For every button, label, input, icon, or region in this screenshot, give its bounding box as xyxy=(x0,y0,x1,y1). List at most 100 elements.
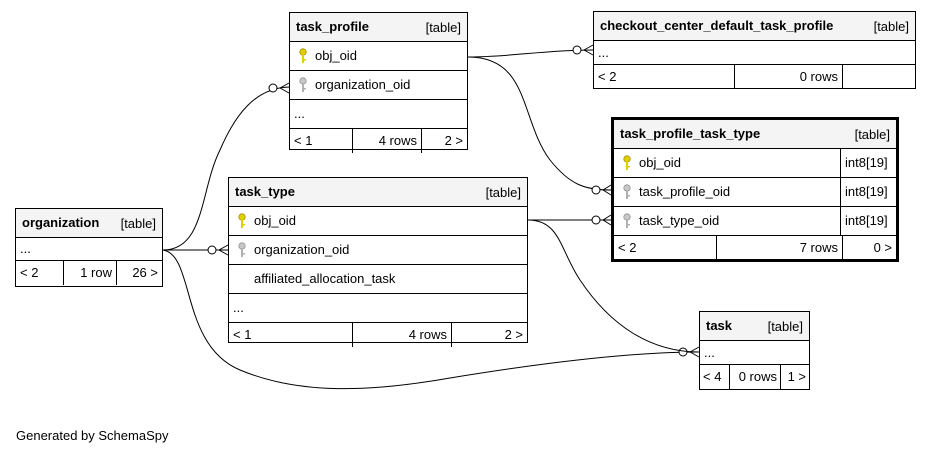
children-cell[interactable]: 2 > xyxy=(451,323,527,347)
rows-cell: 7 rows xyxy=(716,236,842,260)
table-kind: [table] xyxy=(873,19,909,34)
key-icon xyxy=(299,77,307,92)
rows-cell: 0 rows xyxy=(734,65,842,89)
table-kind: [table] xyxy=(485,185,521,200)
column-name: obj_oid xyxy=(315,48,357,63)
column-type: int8[19] xyxy=(845,213,888,228)
children-cell[interactable]: 26 > xyxy=(116,261,162,285)
more-columns: ... xyxy=(598,45,609,60)
parents-cell[interactable]: < 2 xyxy=(16,261,63,285)
parents-cell[interactable]: < 1 xyxy=(290,129,352,153)
table-checkout-center-default-task-profile[interactable]: checkout_center_default_task_profile [ta… xyxy=(593,11,916,89)
column-row: organization_oid xyxy=(290,71,467,100)
column-name: task_type_oid xyxy=(639,213,720,228)
key-icon xyxy=(623,213,631,228)
column-row: obj_oid xyxy=(229,207,527,236)
row-count: 0 rows xyxy=(738,369,777,384)
table-task-profile[interactable]: task_profile [table] obj_oid organizatio… xyxy=(289,12,468,153)
column-type: int8[19] xyxy=(845,184,888,199)
table-name: task_profile_task_type xyxy=(620,126,761,141)
table-kind: [table] xyxy=(425,20,461,35)
parents-cell[interactable]: < 1 xyxy=(229,323,352,347)
table-name: organization xyxy=(22,215,100,230)
column-type-cell: int8[19] xyxy=(840,178,896,206)
parents-count: < 2 xyxy=(20,265,39,280)
rows-cell: 1 row xyxy=(63,261,116,285)
children-cell[interactable]: 2 > xyxy=(421,129,467,153)
column-row: task_profile_oid int8[19] xyxy=(614,178,896,207)
column-name: obj_oid xyxy=(639,155,681,170)
table-header: checkout_center_default_task_profile [ta… xyxy=(594,12,915,41)
children-cell[interactable]: 0 > xyxy=(842,236,896,260)
row-count: 7 rows xyxy=(799,240,838,255)
column-name: affiliated_allocation_task xyxy=(254,271,396,286)
edge-end-crowfoot xyxy=(602,214,612,226)
children-cell[interactable] xyxy=(842,65,915,89)
children-count: 2 > xyxy=(504,327,523,342)
edge-end-crowfoot xyxy=(689,346,700,358)
more-columns: ... xyxy=(704,345,715,360)
parents-cell[interactable]: < 2 xyxy=(614,236,716,260)
children-cell[interactable]: 1 > xyxy=(780,365,809,389)
key-icon xyxy=(238,213,246,228)
parents-count: < 2 xyxy=(598,69,617,84)
more-columns-row: ... xyxy=(229,294,527,323)
table-footer: < 1 4 rows 2 > xyxy=(229,323,527,347)
children-count: 2 > xyxy=(444,133,463,148)
column-name: organization_oid xyxy=(315,77,411,92)
table-task[interactable]: task [table] ... < 4 0 rows 1 > xyxy=(699,311,810,390)
key-icon xyxy=(299,48,307,63)
parents-cell[interactable]: < 2 xyxy=(594,65,734,89)
column-row: obj_oid xyxy=(290,42,467,71)
edge-end-optional-marker xyxy=(207,245,217,255)
edge-end-optional-marker xyxy=(591,185,601,195)
edge-end-optional-marker xyxy=(591,215,601,225)
table-footer: < 2 0 rows xyxy=(594,65,915,89)
table-kind: [table] xyxy=(854,127,890,142)
row-count: 1 row xyxy=(80,265,112,280)
table-footer: < 4 0 rows 1 > xyxy=(700,365,809,389)
column-row: affiliated_allocation_task xyxy=(229,265,527,294)
column-name: organization_oid xyxy=(254,242,350,257)
edge-end-crowfoot xyxy=(602,184,612,196)
column-row: task_type_oid int8[19] xyxy=(614,207,896,236)
table-footer: < 2 7 rows 0 > xyxy=(614,236,896,260)
more-columns: ... xyxy=(294,106,305,121)
edge-organization-task-profile xyxy=(162,86,290,251)
children-count: 26 > xyxy=(132,265,158,280)
table-footer: < 1 4 rows 2 > xyxy=(290,129,467,153)
parents-cell[interactable]: < 4 xyxy=(700,365,729,389)
rows-cell: 4 rows xyxy=(352,323,451,347)
generated-by-label: Generated by SchemaSpy xyxy=(16,428,169,443)
column-name: obj_oid xyxy=(254,213,296,228)
parents-count: < 1 xyxy=(294,133,313,148)
column-type-cell: int8[19] xyxy=(840,149,896,177)
table-kind: [table] xyxy=(767,319,803,334)
row-count: 4 rows xyxy=(378,133,417,148)
table-organization[interactable]: organization [table] ... < 2 1 row 26 > xyxy=(15,208,163,287)
more-columns: ... xyxy=(233,300,244,315)
edge-end-crowfoot xyxy=(218,244,229,256)
row-count: 4 rows xyxy=(408,327,447,342)
edge-end-optional-marker xyxy=(572,45,582,55)
table-name: checkout_center_default_task_profile xyxy=(600,18,834,33)
table-header: organization [table] xyxy=(16,209,162,238)
table-task-type[interactable]: task_type [table] obj_oid organization_o… xyxy=(228,177,528,347)
table-name: task_type xyxy=(235,184,295,199)
table-task-profile-task-type[interactable]: task_profile_task_type [table] obj_oid i… xyxy=(611,117,899,262)
edge-end-crowfoot xyxy=(279,82,290,94)
more-columns-row: ... xyxy=(594,41,915,65)
more-columns: ... xyxy=(20,241,31,256)
parents-count: < 1 xyxy=(233,327,252,342)
column-type-cell: int8[19] xyxy=(840,207,896,235)
more-columns-row: ... xyxy=(16,238,162,261)
parents-count: < 4 xyxy=(703,369,722,384)
table-header: task [table] xyxy=(700,312,809,341)
key-icon xyxy=(238,242,246,257)
table-kind: [table] xyxy=(120,216,156,231)
rows-cell: 4 rows xyxy=(352,129,421,153)
more-columns-row: ... xyxy=(290,100,467,129)
edge-end-optional-marker xyxy=(268,83,278,93)
table-header: task_profile [table] xyxy=(290,13,467,42)
